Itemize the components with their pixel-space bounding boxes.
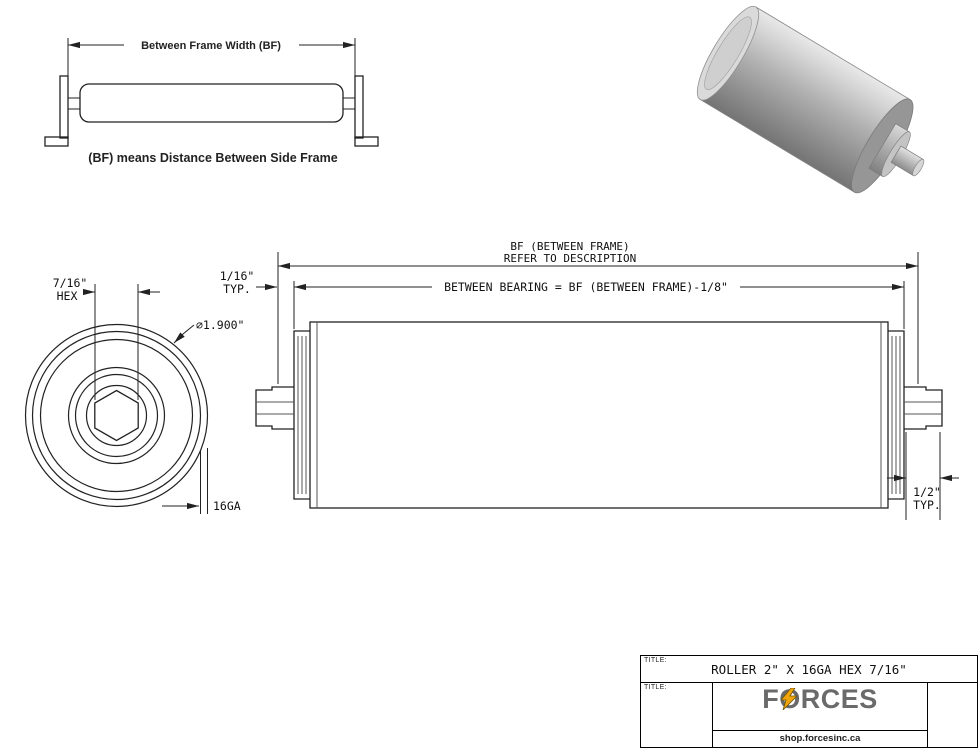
- title-field-label-2: TITLE:: [644, 684, 667, 691]
- diameter-callout: ∅1.900": [173, 318, 244, 344]
- gauge-label: 16GA: [213, 499, 241, 513]
- title-field-cell: TITLE:: [641, 683, 712, 747]
- inset-dim-label: Between Frame Width (BF): [141, 40, 281, 52]
- inset-right-frame: [354, 75, 364, 139]
- diameter-label: ∅1.900": [196, 318, 244, 332]
- front-view: [24, 323, 209, 508]
- logo-row: TITLE: FORCES shop.forcesinc.ca: [641, 683, 977, 747]
- hex-word-label: HEX: [57, 289, 78, 303]
- right-bearing-cap: [888, 330, 905, 500]
- inset-right-shaft-stub: [342, 97, 356, 110]
- brand-logo: FORCES shop.forcesinc.ca: [712, 683, 928, 747]
- shaft-extension-dimension: 1/2" TYP.: [887, 432, 959, 520]
- hex-size-label: 7/16": [53, 276, 88, 290]
- roller-body: [309, 321, 889, 509]
- inset-left-foot: [44, 136, 69, 147]
- left-hex-shaft: [255, 386, 294, 430]
- shaft-ext-size-label: 1/2": [913, 485, 941, 499]
- brand-logo-wrap: FORCES: [762, 686, 878, 713]
- gap-size-label: 1/16": [220, 269, 255, 283]
- brand-logo-text: FORCES: [762, 684, 878, 714]
- bearing-inner-circle: [85, 384, 148, 447]
- cap-circle: [39, 338, 194, 493]
- title-block-empty-cell: [928, 683, 977, 747]
- title-block: TITLE: ROLLER 2" X 16GA HEX 7/16" TITLE:…: [640, 655, 978, 748]
- bearing-outer-circle: [67, 366, 166, 465]
- inset-caption: (BF) means Distance Between Side Frame: [88, 151, 337, 165]
- bf-dimension: BF (BETWEEN FRAME) REFER TO DESCRIPTION: [277, 240, 919, 384]
- website-text: shop.forcesinc.ca: [713, 730, 927, 747]
- right-hex-shaft: [904, 386, 943, 430]
- roller-3d-render: [696, 5, 925, 194]
- roller-3d-shaft-tip: [912, 158, 925, 177]
- hex-bore: [94, 389, 139, 442]
- bearing-mid-circle: [74, 373, 159, 458]
- tube-od-circle: [24, 323, 209, 508]
- gap-typ-label: TYP.: [223, 282, 251, 296]
- bf-inset-diagram: Between Frame Width (BF) (BF) means Dist…: [44, 38, 379, 165]
- tube-id-circle: [31, 330, 202, 501]
- gauge-dimension: 16GA: [162, 448, 241, 514]
- roller-3d-end-ring: [704, 16, 752, 90]
- inset-roller-body: [79, 83, 344, 123]
- side-view: [255, 321, 943, 509]
- inset-left-frame: [59, 75, 69, 139]
- hex-dimension: 7/16" HEX: [53, 276, 160, 400]
- inset-left-shaft-stub: [67, 97, 81, 110]
- drawing-title: ROLLER 2" X 16GA HEX 7/16": [711, 661, 907, 677]
- between-bearing-dimension: BETWEEN BEARING = BF (BETWEEN FRAME)-1/8…: [293, 280, 905, 329]
- refer-description-label: REFER TO DESCRIPTION: [504, 252, 636, 265]
- lightning-bolt-icon: [781, 688, 798, 710]
- inset-right-foot: [354, 136, 379, 147]
- between-bearing-label: BETWEEN BEARING = BF (BETWEEN FRAME)-1/8…: [444, 280, 728, 294]
- title-field-label-1: TITLE:: [644, 657, 667, 664]
- shaft-ext-typ-label: TYP.: [913, 498, 941, 512]
- title-row: TITLE: ROLLER 2" X 16GA HEX 7/16": [641, 656, 977, 683]
- bf-dim-label: BF (BETWEEN FRAME): [510, 240, 629, 253]
- left-bearing-cap: [293, 330, 310, 500]
- frame-gap-dimension: 1/16" TYP.: [220, 269, 277, 296]
- diameter-leader: [173, 324, 195, 344]
